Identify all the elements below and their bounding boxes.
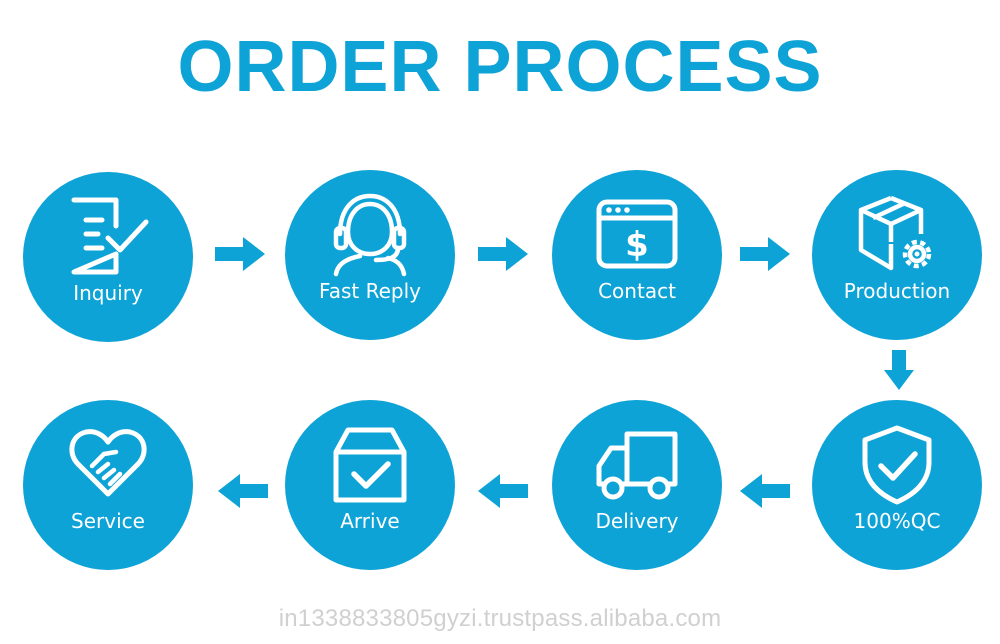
watermark: in1338833805gyzi.trustpass.alibaba.com — [278, 605, 722, 632]
arrow-right-icon — [215, 237, 265, 271]
handshake-heart-icon — [69, 429, 147, 497]
payment-window-icon: $ — [596, 199, 678, 269]
arrow-down-icon — [884, 350, 914, 390]
step-label: Service — [71, 509, 145, 533]
svg-text:$: $ — [625, 225, 649, 265]
step-quality-check: 100%QC — [812, 400, 982, 570]
shield-check-icon — [862, 425, 932, 505]
arrow-right-icon — [478, 237, 528, 271]
step-production: Production — [812, 170, 982, 340]
arrow-left-icon — [740, 474, 790, 508]
page-title: ORDER PROCESS — [177, 27, 823, 107]
step-label: 100%QC — [853, 509, 941, 533]
step-service: Service — [23, 400, 193, 570]
headset-agent-icon — [333, 193, 407, 277]
step-fast-reply: Fast Reply — [285, 170, 455, 340]
step-label: Production — [843, 279, 951, 303]
step-inquiry: Inquiry — [23, 172, 193, 342]
step-label: Fast Reply — [319, 279, 421, 303]
step-delivery: Delivery — [552, 400, 722, 570]
step-contact: $ Contact — [552, 170, 722, 340]
inquiry-checklist-icon — [71, 197, 149, 275]
box-check-icon — [333, 427, 407, 503]
box-gear-icon — [858, 195, 932, 271]
step-arrive: Arrive — [285, 400, 455, 570]
arrow-left-icon — [218, 474, 268, 508]
arrow-left-icon — [478, 474, 528, 508]
step-label: Contact — [598, 279, 676, 303]
step-label: Arrive — [340, 509, 400, 533]
step-label: Delivery — [595, 509, 679, 533]
arrow-right-icon — [740, 237, 790, 271]
step-label: Inquiry — [73, 281, 143, 305]
truck-icon — [596, 431, 678, 500]
